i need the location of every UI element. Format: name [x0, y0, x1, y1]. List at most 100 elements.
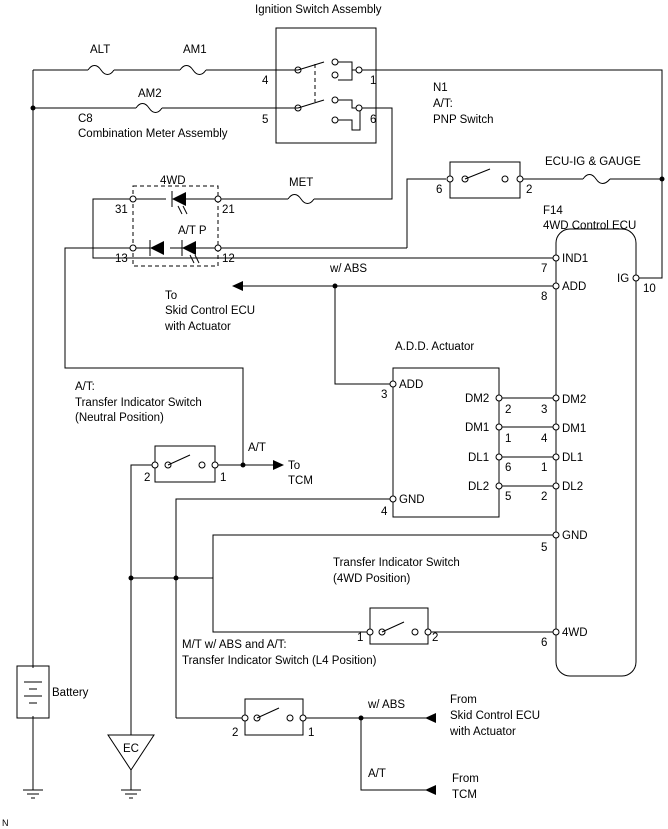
from-skid-from-label: From: [450, 694, 477, 706]
c8-label: C8: [78, 113, 93, 125]
pin-ign-4: 4: [262, 75, 269, 87]
n1-label: N1: [433, 82, 448, 94]
pin-act-gnd: GND: [399, 494, 425, 506]
neutral-at-label: A/T:: [75, 381, 95, 393]
met-label: MET: [289, 177, 313, 189]
pin-act-dm2-no: 2: [505, 404, 511, 416]
junction-dots: [30, 105, 665, 721]
pin-act-dl1: DL1: [468, 452, 489, 464]
pin-ecu-4wd-no: 6: [541, 637, 547, 649]
neutral-position-label: (Neutral Position): [75, 412, 164, 424]
pin-neutral-2: 2: [144, 472, 150, 484]
fuse-am1: [179, 65, 207, 75]
battery-label: Battery: [52, 687, 89, 699]
corner-mark: N: [2, 818, 9, 828]
pin-act-add: ADD: [399, 379, 423, 391]
transfer-l4-label: Transfer Indicator Switch (L4 Position): [182, 655, 377, 667]
transfer-4wd-label: Transfer Indicator Switch: [333, 557, 460, 569]
pin-pnp-6: 6: [436, 184, 442, 196]
pin-ecu-ig: IG: [617, 273, 629, 285]
pin-pnp-2: 2: [526, 184, 532, 196]
transfer-neutral-switch: [151, 445, 219, 483]
mt-abs-at-label: M/T w/ ABS and A/T:: [182, 639, 287, 651]
combination-meter-box: [129, 185, 222, 267]
pin-ecu-dl1: DL1: [562, 452, 583, 464]
from-skid-actuator-label: with Actuator: [449, 726, 516, 738]
pin-ecu-dm2-no: 3: [541, 404, 547, 416]
pin-act-dm1-no: 1: [505, 433, 511, 445]
combination-meter-label: Combination Meter Assembly: [78, 128, 228, 140]
pin-ecu-gnd: GND: [562, 530, 588, 542]
arrows: [232, 281, 436, 795]
ecu-ig-gauge-label: ECU-IG & GAUGE: [545, 156, 641, 168]
pin-ecu-dm1: DM1: [562, 423, 586, 435]
4wd-control-ecu: [552, 228, 640, 677]
to-tcm-to-label: To: [288, 460, 300, 472]
pin-act-dl2-no: 5: [505, 491, 511, 503]
pin-ecu-ig-no: 10: [643, 283, 656, 295]
ignition-switch-assembly: [275, 27, 377, 144]
fuse-alt: [87, 65, 115, 75]
neutral-switch-label: Transfer Indicator Switch: [75, 397, 202, 409]
to-tcm-tcm-label: TCM: [288, 475, 313, 487]
pnp-at-label: A/T:: [433, 98, 453, 110]
pin-act-dm2: DM2: [465, 393, 489, 405]
transfer-4wd-switch: [366, 607, 432, 645]
from-skid-ecu-label: Skid Control ECU: [450, 710, 540, 722]
pin-l4-2: 2: [232, 727, 238, 739]
ground-symbols: [23, 789, 141, 799]
pnp-switch-label: PNP Switch: [433, 114, 494, 126]
pin-ecu-add: ADD: [562, 281, 586, 293]
pin-ecu-4wd: 4WD: [562, 627, 588, 639]
pin-ecu-ind1-no: 7: [541, 263, 547, 275]
ignition-switch-label: Ignition Switch Assembly: [255, 4, 382, 16]
to-skid-to-label: To: [165, 290, 177, 302]
transfer-l4-switch: [241, 698, 307, 736]
alt-label: ALT: [90, 44, 110, 56]
w-abs-bottom-label: w/ ABS: [367, 699, 405, 711]
pin-ecu-dl2: DL2: [562, 481, 583, 493]
fuse-met: [287, 194, 315, 204]
add-actuator: [389, 367, 503, 518]
pin-l4-1: 1: [308, 727, 314, 739]
pin-ign-5: 5: [262, 114, 268, 126]
to-skid-actuator-label: with Actuator: [164, 321, 231, 333]
fuse-ecu-ig-gauge: [582, 174, 611, 184]
wires: [32, 69, 663, 791]
4wd-control-ecu-label: 4WD Control ECU: [543, 220, 636, 232]
pin-meter-12: 12: [222, 253, 235, 265]
from-tcm-from-label: From: [452, 773, 479, 785]
am2-label: AM2: [138, 88, 162, 100]
pin-act-dl1-no: 6: [505, 462, 511, 474]
at-bottom-label: A/T: [368, 768, 386, 780]
pin-act-dl2: DL2: [468, 481, 489, 493]
transfer-4wd-position-label: (4WD Position): [333, 573, 410, 585]
pin-act-dm1: DM1: [465, 422, 489, 434]
ec-label: EC: [123, 743, 139, 755]
battery: [16, 665, 50, 719]
pin-labels: 4 1 5 6 31 21 13 12 6 2 IND1 7 ADD 8 IG …: [115, 75, 656, 739]
at-tcm-label: A/T: [248, 442, 266, 454]
to-skid-ecu-label: Skid Control ECU: [165, 305, 255, 317]
from-tcm-tcm-label: TCM: [452, 789, 477, 801]
indicator-atp-label: A/T P: [178, 225, 207, 237]
pin-ecu-dl1-no: 1: [541, 462, 547, 474]
pin-meter-31: 31: [115, 204, 128, 216]
am1-label: AM1: [183, 44, 207, 56]
pin-act-add-no: 3: [381, 389, 387, 401]
pin-ign-1: 1: [370, 75, 376, 87]
ec-ground: [107, 734, 155, 771]
pin-neutral-1: 1: [220, 472, 226, 484]
pin-ign-6: 6: [370, 114, 376, 126]
pin-ecu-dm1-no: 4: [541, 433, 548, 445]
pin-ecu-dl2-no: 2: [541, 491, 547, 503]
component-labels: Ignition Switch Assembly ALT AM1 AM2 C8 …: [2, 4, 641, 828]
pin-ecu-add-no: 8: [541, 291, 547, 303]
fuse-am2: [135, 103, 163, 113]
add-actuator-label: A.D.D. Actuator: [395, 341, 474, 353]
pnp-switch: [446, 161, 524, 199]
pin-4wdsw-2: 2: [432, 632, 438, 644]
pin-meter-13: 13: [115, 253, 128, 265]
pin-act-gnd-no: 4: [381, 506, 388, 518]
